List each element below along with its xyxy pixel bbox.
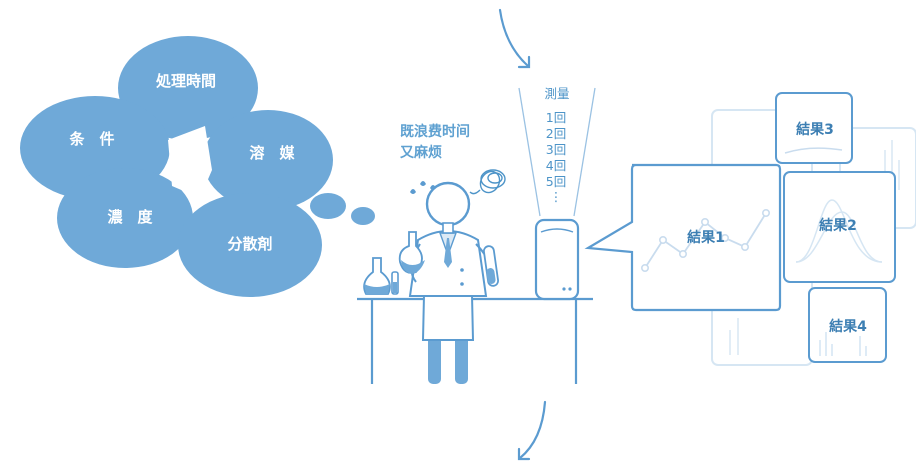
scribble-icon xyxy=(469,169,506,195)
cloud-bubble-large xyxy=(310,193,346,219)
lab-bench xyxy=(357,297,593,384)
cloud-solvent xyxy=(203,110,333,210)
thought-text-line1: 既浪费时间 xyxy=(400,123,470,140)
sweat-drop-icon xyxy=(410,181,436,194)
result-card-4: 結果4 xyxy=(808,287,887,363)
flask-icon xyxy=(398,231,425,274)
cloud-gap xyxy=(168,126,212,198)
cloud-concentration xyxy=(57,168,193,268)
result-card-1: 結果1 xyxy=(584,163,782,312)
thought-cloud xyxy=(20,36,375,297)
measurement-count-2: 2回 xyxy=(546,126,566,141)
cloud-time xyxy=(118,36,258,140)
result-label-2: 結果2 xyxy=(819,217,857,234)
result-1-points xyxy=(640,209,770,272)
result-card-3: 結果3 xyxy=(775,92,853,164)
measurement-more: ⋮ xyxy=(550,189,563,204)
measurement-beam xyxy=(518,87,596,217)
measurement-title: 測量 xyxy=(544,86,569,101)
cloud-label-solvent: 溶 媒 xyxy=(249,144,295,162)
cloud-label-concentration: 濃 度 xyxy=(107,208,153,226)
test-tube-icon xyxy=(483,245,499,287)
result-card-2: 結果2 xyxy=(783,171,896,283)
arrow-in-icon xyxy=(498,8,531,69)
measurement-count-3: 3回 xyxy=(546,142,566,157)
arrow-out-icon xyxy=(517,400,547,461)
measurement-count-4: 4回 xyxy=(546,158,566,173)
measurement-count-1: 1回 xyxy=(546,110,566,125)
thought-text-line2: 又麻烦 xyxy=(400,144,442,161)
cloud-bubble-small xyxy=(351,207,375,225)
result-label-1: 結果1 xyxy=(687,229,725,246)
cloud-label-dispersant: 分散剤 xyxy=(227,235,272,253)
bench-tube-icon xyxy=(391,271,399,295)
scientist-figure xyxy=(408,181,492,384)
instrument-device xyxy=(534,218,580,301)
cloud-dispersant xyxy=(178,193,322,297)
measurement-count-5: 5回 xyxy=(546,174,566,189)
result-label-4: 結果4 xyxy=(829,318,867,335)
cloud-label-conditions: 条 件 xyxy=(68,130,114,148)
beaker-icon xyxy=(363,257,391,295)
cloud-label-time: 処理時間 xyxy=(155,72,216,90)
result-label-3: 結果3 xyxy=(796,121,834,138)
